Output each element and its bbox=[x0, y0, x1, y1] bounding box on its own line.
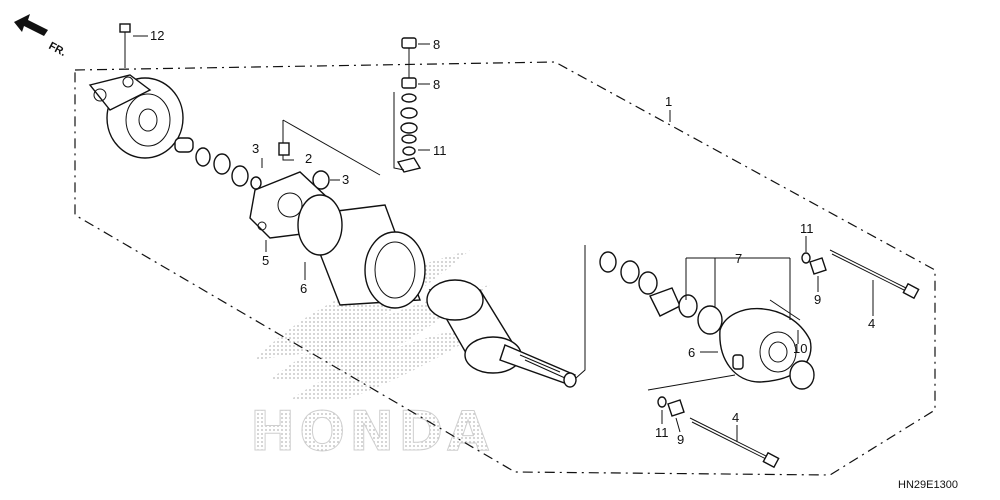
seal-washer-stack bbox=[195, 147, 330, 190]
terminal-bolt-2 bbox=[278, 119, 381, 176]
callout-8b: 8 bbox=[433, 77, 440, 92]
rear-cover bbox=[88, 74, 194, 159]
leader-lines bbox=[261, 110, 799, 353]
through-bolt-lower bbox=[689, 417, 780, 469]
callout-12: 12 bbox=[150, 28, 164, 43]
callout-2: 2 bbox=[305, 151, 312, 166]
callout-3a: 3 bbox=[252, 141, 259, 156]
motor-yoke bbox=[297, 194, 426, 309]
callout-11a: 11 bbox=[433, 143, 447, 158]
callout-9a: 9 bbox=[814, 292, 821, 307]
callout-10: 10 bbox=[793, 341, 807, 356]
callout-6a: 6 bbox=[300, 281, 307, 296]
callout-9b: 9 bbox=[677, 432, 684, 447]
front-label: FR. bbox=[47, 40, 68, 59]
bolt-12 bbox=[119, 23, 148, 68]
callout-4a: 4 bbox=[868, 316, 875, 331]
callout-6b: 6 bbox=[688, 345, 695, 360]
callout-labels: 12 8 8 11 1 2 3 3 5 6 7 11 9 4 10 6 4 11… bbox=[150, 28, 875, 447]
callout-11b: 11 bbox=[800, 221, 814, 236]
callout-5: 5 bbox=[262, 253, 269, 268]
callout-11c: 11 bbox=[655, 425, 669, 440]
watermark-wordmark: HONDA bbox=[250, 400, 493, 463]
front-washer-stack bbox=[599, 251, 723, 335]
callout-7-bracket bbox=[685, 257, 801, 321]
drawing-code: HN29E1300 bbox=[898, 479, 958, 491]
front-arrow-icon bbox=[14, 14, 48, 36]
callout-3b: 3 bbox=[342, 172, 349, 187]
assembly-boundary bbox=[74, 61, 936, 476]
washer-plate-upper bbox=[801, 236, 827, 292]
washer-plate-lower bbox=[647, 374, 736, 433]
terminal-nut-stack bbox=[393, 37, 430, 173]
front-direction-indicator: FR. bbox=[14, 14, 68, 59]
through-bolt-upper bbox=[829, 249, 920, 316]
callout-1: 1 bbox=[665, 94, 672, 109]
front-cover bbox=[719, 308, 815, 390]
callout-8a: 8 bbox=[433, 37, 440, 52]
callout-7: 7 bbox=[735, 251, 742, 266]
callout-4b: 4 bbox=[732, 410, 739, 425]
armature bbox=[426, 279, 577, 388]
